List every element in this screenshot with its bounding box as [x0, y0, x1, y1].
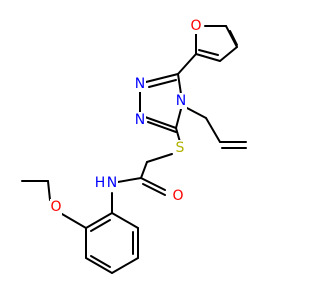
bond [90, 255, 111, 268]
atom-label-background [106, 175, 118, 191]
amide-o-label: O [172, 188, 183, 204]
atom-label-background [50, 199, 62, 215]
bond [147, 121, 177, 133]
amide-h-label: H [95, 175, 106, 191]
bond [229, 30, 238, 46]
bond [148, 79, 177, 88]
bond [219, 46, 238, 62]
bond [186, 107, 207, 119]
thioether-s-label: S [176, 140, 185, 156]
bond [140, 161, 148, 179]
triazole-n2-label: N [135, 112, 145, 128]
bond [195, 53, 221, 62]
atom-label-background [174, 140, 186, 156]
bond [47, 180, 51, 201]
atom-label-background [190, 18, 202, 34]
bond [175, 108, 182, 129]
triazole-n4-label: N [176, 93, 186, 109]
atom-label-background [134, 112, 146, 128]
bond [142, 183, 166, 196]
atom-label-background [175, 93, 187, 109]
bond [85, 212, 113, 229]
atom-label-background [134, 76, 146, 92]
atom-label-background [94, 175, 106, 191]
bond [140, 177, 166, 191]
bond [177, 73, 182, 95]
bond [111, 212, 139, 229]
bond [198, 49, 219, 56]
bond [146, 153, 173, 163]
triazole-n1-label: N [135, 76, 145, 92]
bond [205, 117, 221, 143]
bond-layer [21, 25, 247, 274]
bond [85, 257, 113, 274]
bond [61, 213, 87, 229]
bond [111, 257, 139, 274]
ether-o-label: O [50, 199, 61, 215]
bond [90, 219, 111, 232]
atom-label-background [172, 188, 184, 204]
amide-n-label: N [107, 175, 117, 191]
bond [145, 73, 179, 83]
bond [144, 116, 177, 129]
furan-o-label: O [190, 18, 201, 34]
bond [177, 53, 197, 75]
bond [175, 127, 181, 143]
